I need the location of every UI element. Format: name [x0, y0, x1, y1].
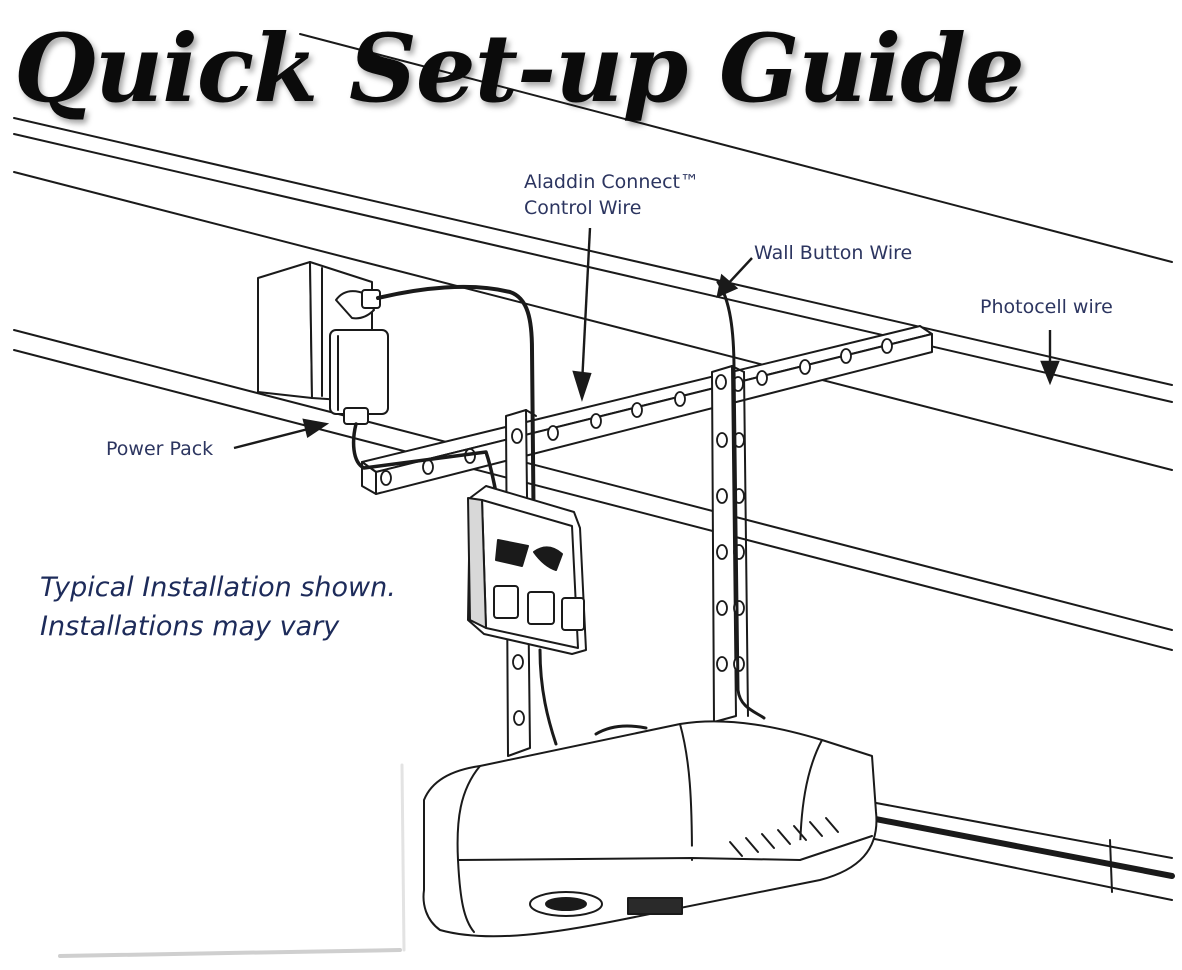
right-vertical-strap — [711, 365, 749, 723]
floor-shadow — [58, 948, 402, 958]
ceiling-joist — [13, 33, 1173, 471]
motor-vent-slots — [729, 817, 839, 857]
wall-button-wire-label: Wall Button Wire — [754, 242, 913, 264]
control-wire-label-line2: Control Wire — [524, 196, 642, 219]
strap-holes — [511, 374, 745, 726]
photocell-wire-label: Photocell wire — [980, 296, 1113, 318]
arrow-control-wire — [580, 227, 592, 385]
page-title: Quick Set-up Guide — [14, 14, 1025, 124]
arrowhead-power-pack — [302, 418, 330, 438]
power-cable — [376, 284, 536, 562]
lower-beam — [13, 329, 1173, 651]
control-wire-label: Aladdin Connect™ Control Wire — [524, 170, 699, 221]
control-module — [467, 485, 587, 655]
power-pack-label: Power Pack — [106, 438, 214, 460]
power-pack — [329, 289, 389, 425]
arrow-wall-button-wire — [725, 257, 753, 287]
installation-note-line2: Installations may vary — [40, 611, 340, 643]
arrowhead-control-wire — [572, 370, 592, 402]
door-rail — [857, 799, 1175, 901]
installation-note: Typical Installation shown. Installation… — [40, 568, 396, 646]
control-wire — [538, 648, 558, 746]
callout-arrows — [233, 227, 1060, 450]
control-wire-label-line1: Aladdin Connect™ — [524, 171, 699, 193]
wall-button-wire — [716, 280, 766, 720]
arrow-power-pack — [233, 426, 313, 450]
arrowhead-wall-button-wire — [716, 273, 739, 299]
arrowhead-photocell-wire — [1040, 360, 1060, 386]
installation-note-line1: Typical Installation shown. — [40, 572, 396, 603]
panel-edge — [400, 763, 406, 952]
opener-motor-unit — [422, 720, 878, 938]
